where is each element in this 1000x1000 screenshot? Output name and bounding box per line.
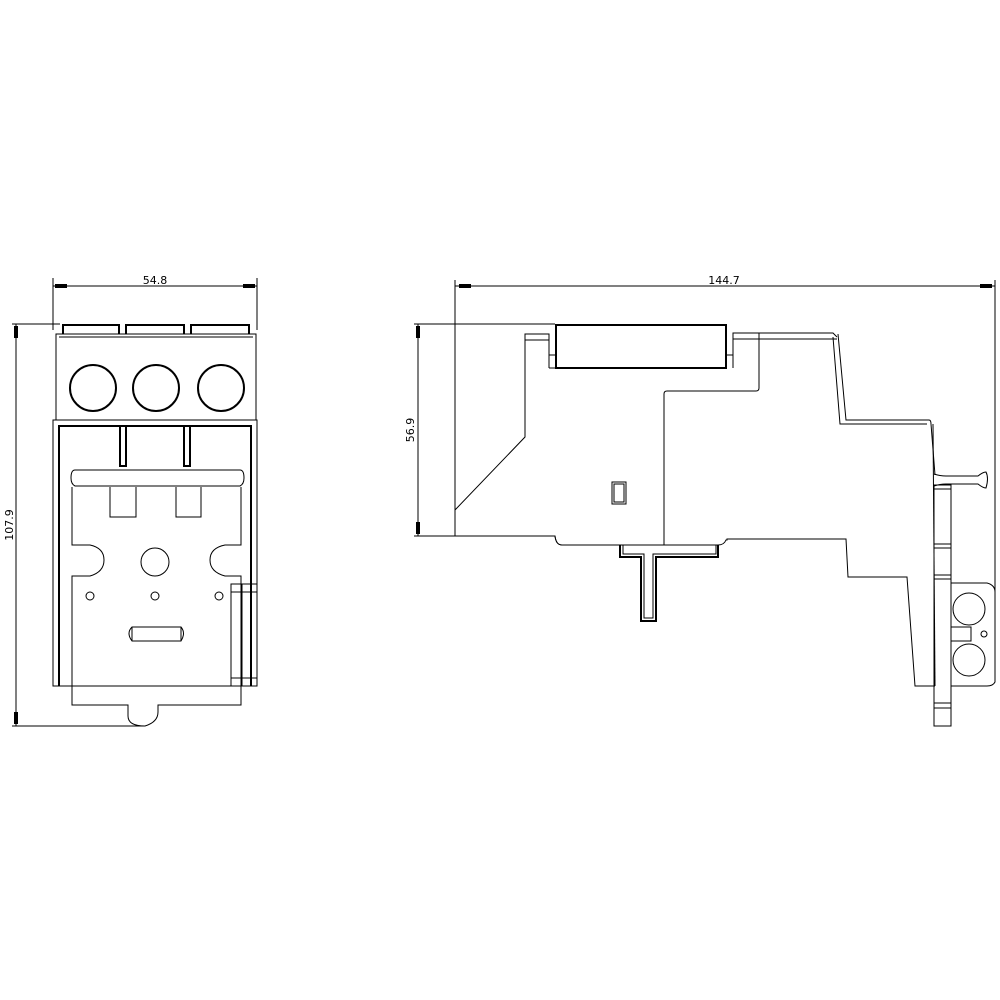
mounting-hole-icon [140, 547, 170, 577]
width-label-front: 54.8 [143, 274, 168, 287]
terminal-screw-2-icon [132, 364, 180, 412]
front-view: 54.8 107.9 [3, 274, 258, 727]
height-label-side: 56.9 [404, 418, 417, 443]
reset-button-icon [952, 592, 986, 626]
side-view: 144.7 56.9 [404, 274, 996, 727]
terminal-screw-1-icon [69, 364, 117, 412]
din-rail-clip [933, 484, 952, 727]
height-label-front: 107.9 [3, 509, 16, 541]
height-dimension-front: 107.9 [3, 323, 145, 727]
height-dimension-side: 56.9 [404, 323, 555, 537]
width-dimension-front: 54.8 [52, 274, 258, 330]
terminal-screw-3-icon [197, 364, 245, 412]
test-button-icon [952, 643, 986, 677]
width-dimension-side: 144.7 [454, 274, 996, 620]
indicator-window-icon [611, 481, 627, 505]
width-label-side: 144.7 [708, 274, 740, 287]
